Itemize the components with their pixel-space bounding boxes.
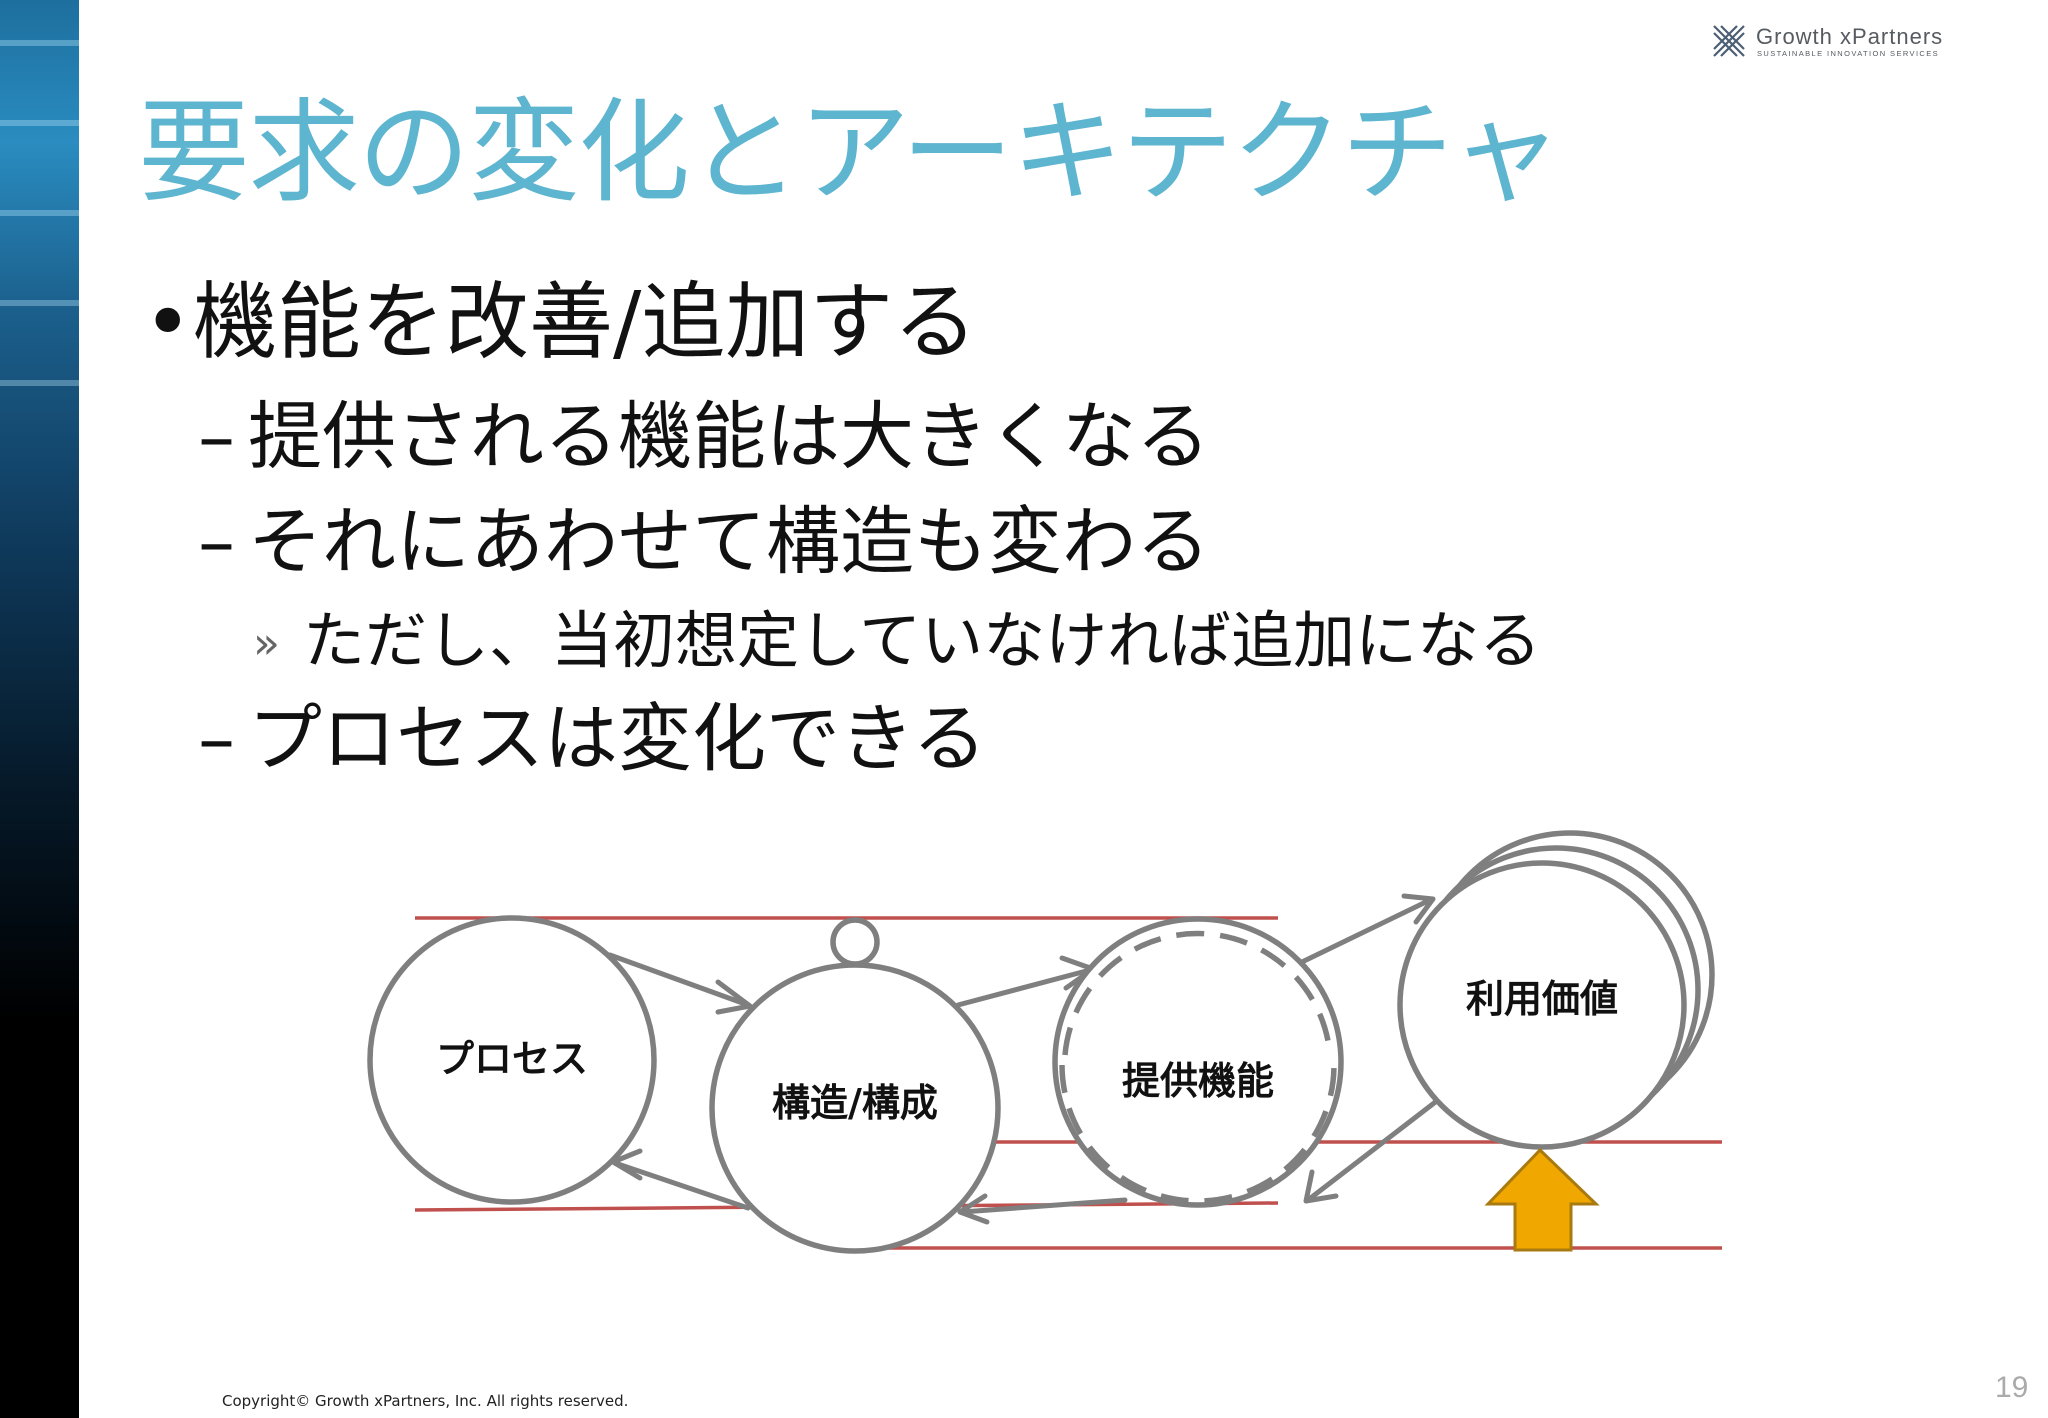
- arrow-function-to-value: [1299, 893, 1436, 965]
- structure-label: 構造/構成: [772, 1081, 938, 1125]
- bullet-text: 提供される機能は大きくなる: [248, 394, 1210, 480]
- dash-marker: –: [198, 394, 235, 480]
- slide-title: 要求の変化とアーキテクチャ: [138, 88, 1562, 218]
- dash-marker: –: [198, 696, 235, 782]
- bullet-level2: –プロセスは変化できる: [198, 694, 987, 784]
- logo-tagline: Sustainable Innovation Services: [1757, 49, 1940, 58]
- arrow-value-to-function: [1303, 1097, 1441, 1204]
- function-node: [1052, 916, 1344, 1208]
- dash-marker: –: [198, 499, 235, 585]
- process-label: プロセス: [436, 1037, 588, 1081]
- function-node-dashed-lower: [1059, 1064, 1337, 1204]
- function-node-dashed-extension: [1062, 930, 1333, 1056]
- bullet-level2: –提供される機能は大きくなる: [198, 392, 1210, 482]
- process-node: [367, 915, 657, 1205]
- bullet-text: 機能を改善/追加する: [193, 273, 978, 371]
- bullet-marker: •: [143, 273, 193, 371]
- value-label: 利用価値: [1466, 977, 1618, 1021]
- arrow-process-to-structure: [607, 952, 753, 1015]
- bullet-text: それにあわせて構造も変わる: [248, 499, 1210, 585]
- ocean-sidebar-image: [0, 0, 79, 1418]
- bullet-text: ただし、当初想定していなければ追加になる: [303, 604, 1542, 677]
- arrow-function-to-structure: [957, 1193, 1128, 1225]
- copyright-notice: Copyright© Growth xPartners, Inc. All ri…: [222, 1392, 629, 1410]
- chevron-marker: »: [253, 618, 280, 669]
- structure-node: [709, 962, 1001, 1254]
- company-logo: Growth xPartners Sustainable Innovation …: [1712, 22, 2012, 62]
- value-node: [1397, 860, 1687, 1150]
- bullet-level3: » ただし、当初想定していなければ追加になる: [253, 602, 1541, 683]
- flow-arrows: [607, 893, 1441, 1225]
- bullet-level1: •機能を改善/追加する: [143, 272, 977, 372]
- function-label: 提供機能: [1122, 1059, 1274, 1103]
- up-arrow-icon: [1484, 1147, 1600, 1252]
- bullet-level2: –それにあわせて構造も変わる: [198, 497, 1210, 587]
- page-number: 19: [1995, 1371, 2029, 1404]
- crossed-lattice-logo-icon: [1713, 25, 1745, 57]
- logo-name: Growth xPartners: [1756, 24, 1944, 49]
- bullet-text: プロセスは変化できる: [248, 696, 987, 782]
- structure-handle: [830, 917, 880, 967]
